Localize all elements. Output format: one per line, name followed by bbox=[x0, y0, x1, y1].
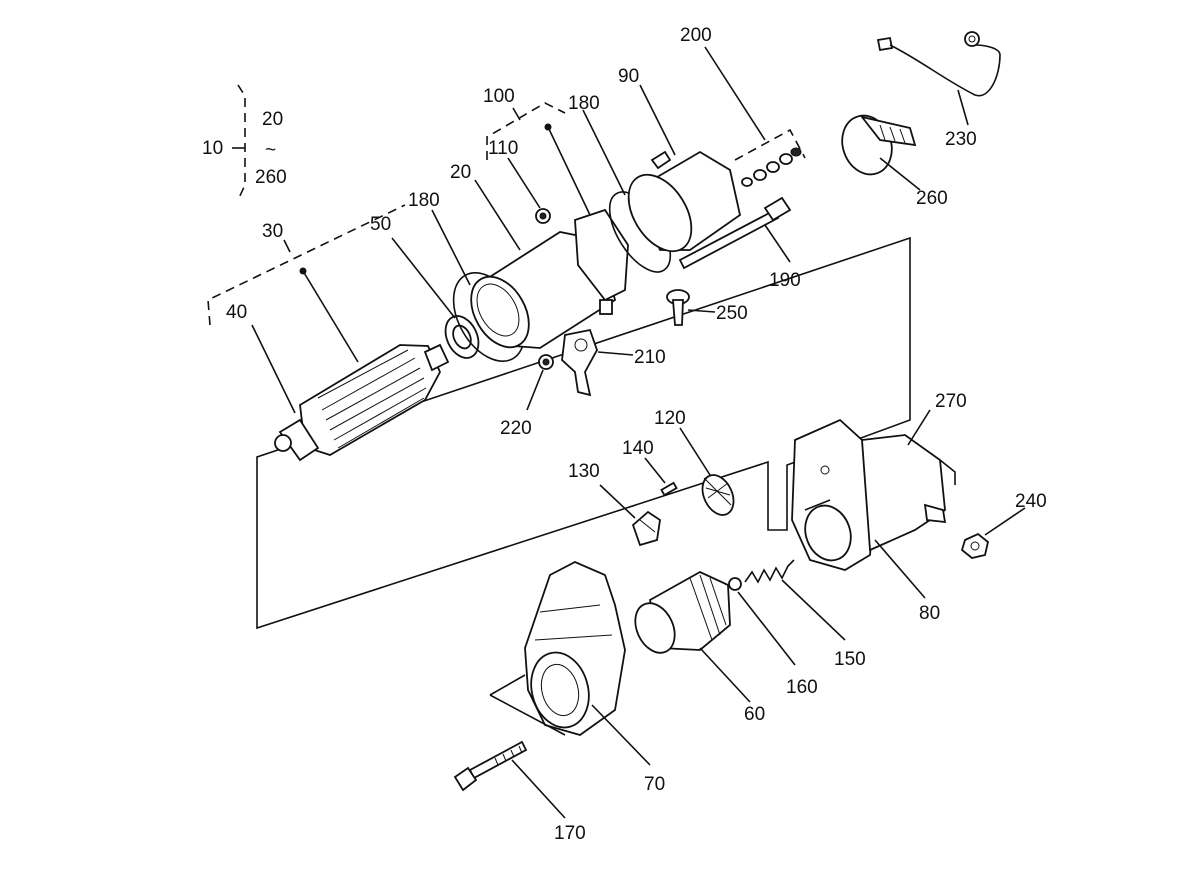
label-160: 160 bbox=[786, 677, 818, 698]
solenoid-frame bbox=[791, 418, 956, 571]
label-range-to: 260 bbox=[255, 167, 287, 188]
label-20: 20 bbox=[450, 162, 471, 183]
label-250: 250 bbox=[716, 303, 748, 324]
overrunning-clutch bbox=[634, 570, 731, 654]
bracket-callout-lines bbox=[489, 674, 566, 736]
terminal-nut bbox=[960, 532, 990, 559]
label-130: 130 bbox=[568, 461, 600, 482]
label-range-from: 20 bbox=[262, 109, 283, 130]
brush-spring bbox=[535, 208, 551, 224]
label-60: 60 bbox=[744, 704, 765, 725]
label-270: 270 bbox=[935, 391, 967, 412]
label-170: 170 bbox=[554, 823, 586, 844]
label-70: 70 bbox=[644, 774, 665, 795]
label-50: 50 bbox=[370, 214, 391, 235]
rear-cover bbox=[627, 150, 742, 253]
screw-250 bbox=[666, 289, 690, 326]
through-bolt bbox=[678, 196, 792, 270]
label-10: 10 bbox=[202, 138, 223, 159]
tilde-symbol: ~ bbox=[265, 140, 276, 161]
bearing bbox=[444, 315, 480, 359]
lead-wire bbox=[876, 31, 1001, 97]
label-180-right: 180 bbox=[568, 93, 600, 114]
return-spring bbox=[744, 559, 795, 584]
label-240: 240 bbox=[1015, 491, 1047, 512]
label-150: 150 bbox=[834, 649, 866, 670]
terminal-hardware-set bbox=[734, 128, 806, 187]
label-210: 210 bbox=[634, 347, 666, 368]
label-90: 90 bbox=[618, 66, 639, 87]
label-80: 80 bbox=[919, 603, 940, 624]
label-190: 190 bbox=[769, 270, 801, 291]
label-110: 110 bbox=[488, 138, 518, 159]
front-bracket bbox=[524, 561, 626, 736]
cover-band bbox=[841, 114, 917, 176]
shift-lever bbox=[561, 328, 598, 397]
roller-pin bbox=[660, 481, 678, 497]
label-200: 200 bbox=[680, 25, 712, 46]
label-120: 120 bbox=[654, 408, 686, 429]
retainer bbox=[631, 510, 661, 547]
label-40: 40 bbox=[226, 302, 247, 323]
armature bbox=[274, 267, 450, 462]
label-30: 30 bbox=[262, 221, 283, 242]
label-220: 220 bbox=[500, 418, 532, 439]
label-260: 260 bbox=[916, 188, 948, 209]
label-180-left: 180 bbox=[408, 190, 440, 211]
group-30-bracket bbox=[207, 204, 406, 326]
pinion-gear bbox=[701, 474, 735, 516]
lever-bush bbox=[538, 354, 554, 370]
steel-ball bbox=[728, 577, 742, 591]
label-100: 100 bbox=[483, 86, 515, 107]
assembly-outline bbox=[256, 236, 911, 630]
label-140: 140 bbox=[622, 438, 654, 459]
range-bracket-10: 10 20 ~ 260 bbox=[202, 84, 287, 201]
mounting-bolt bbox=[453, 740, 528, 792]
label-230: 230 bbox=[945, 129, 977, 150]
